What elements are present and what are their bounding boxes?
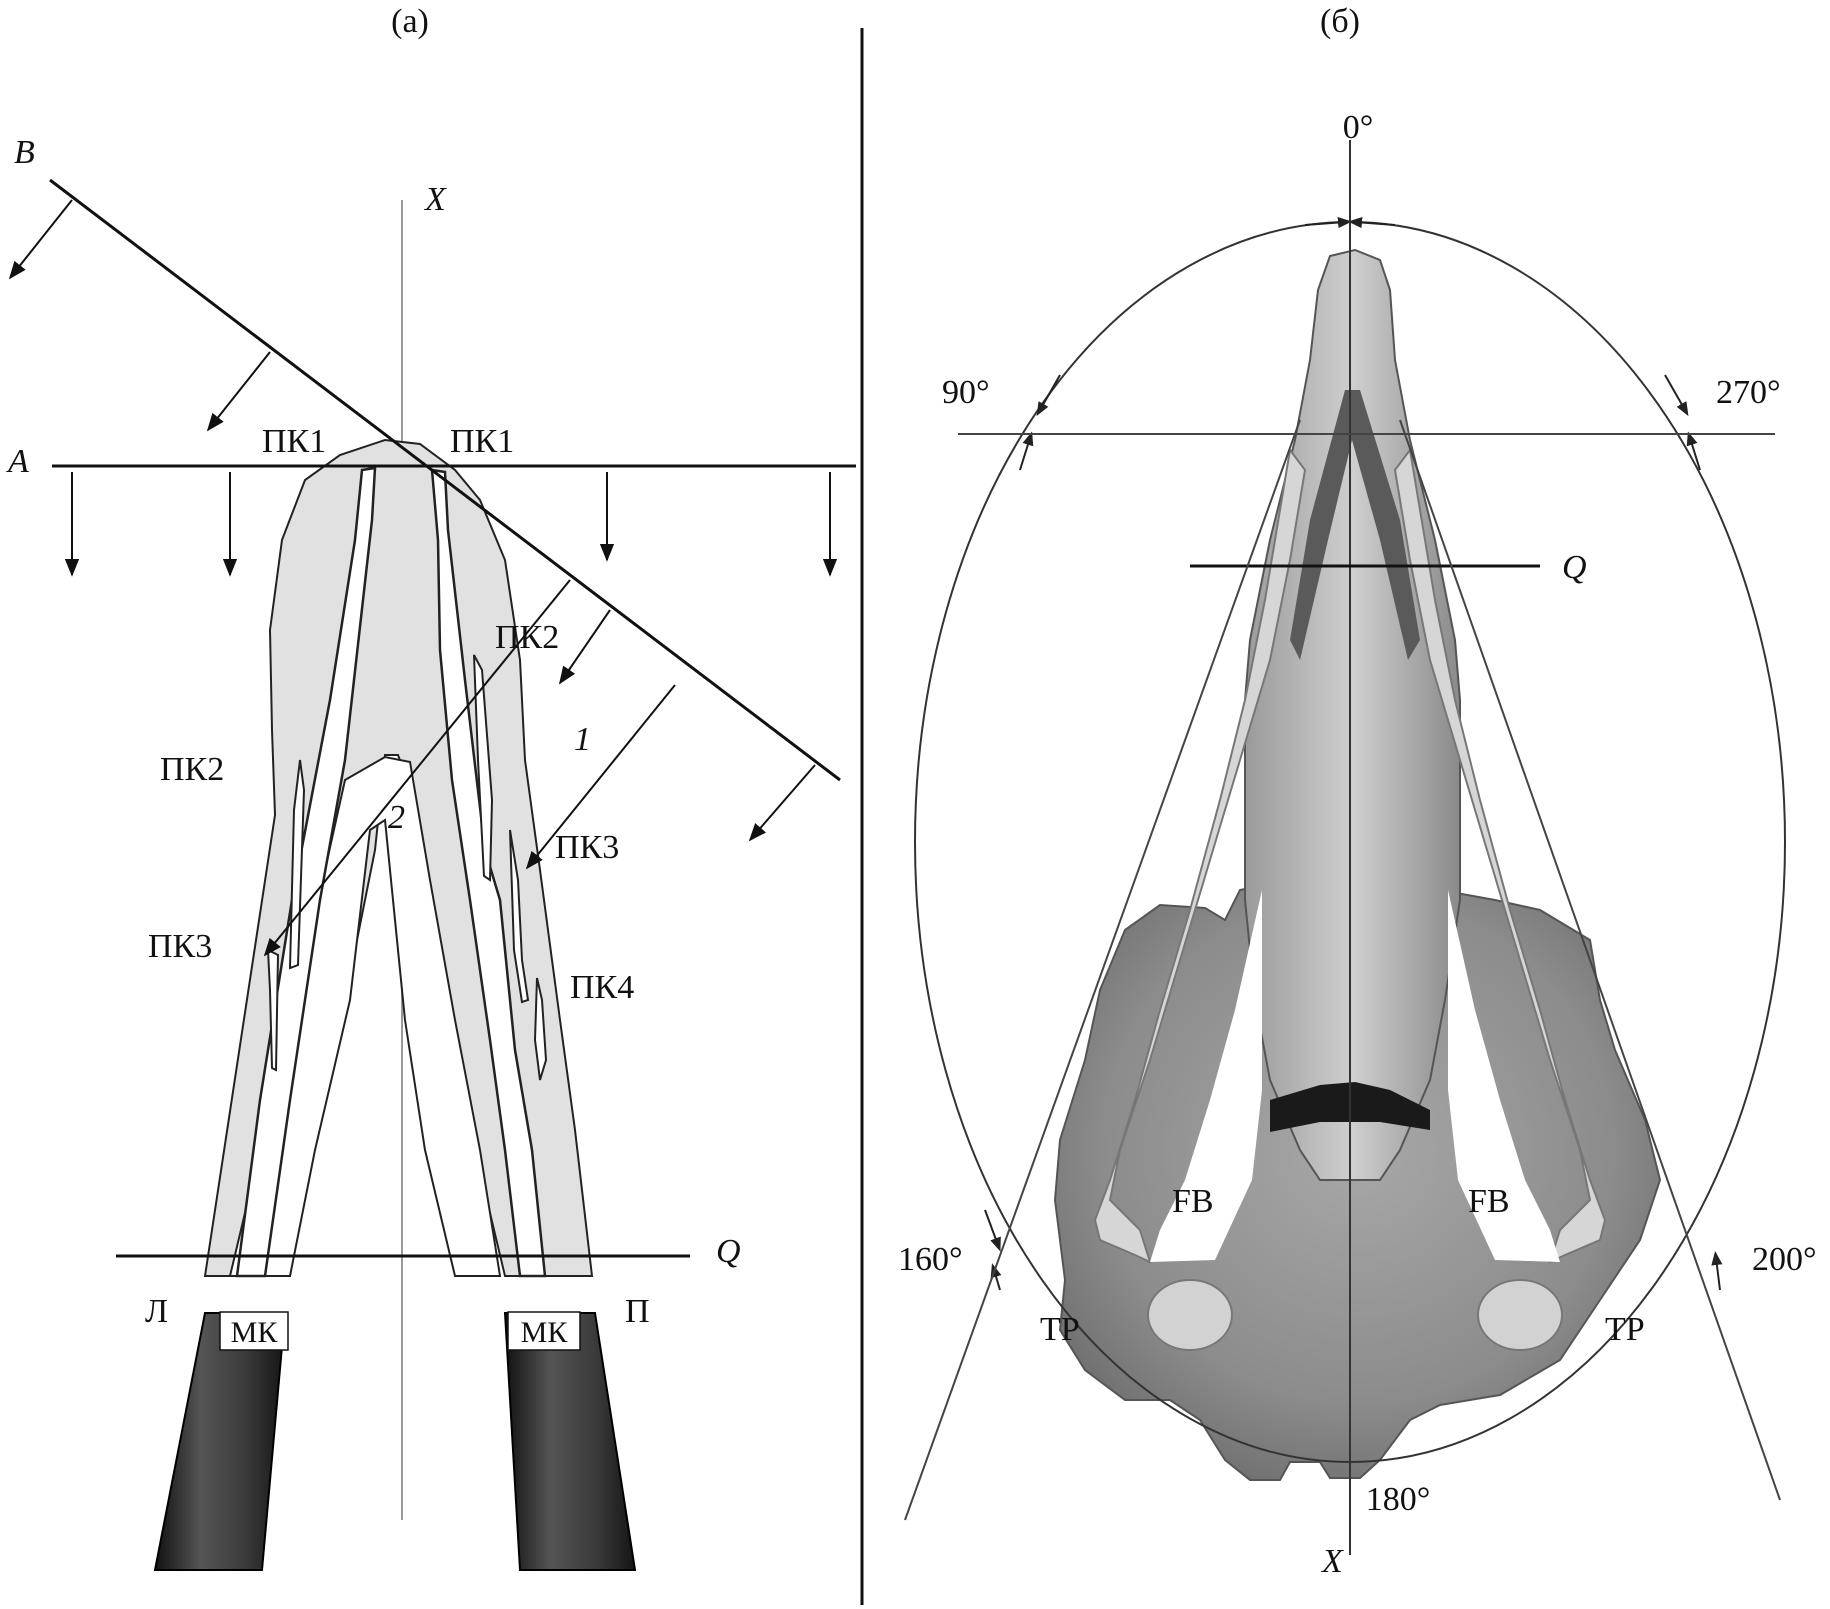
angle-160-label: 160° [898,1241,963,1278]
skull-right-gap [1448,890,1560,1262]
rod-right [503,1312,637,1571]
skull-groove [1290,390,1420,660]
angle-90-label: 90° [942,374,990,411]
axis-x-b-label: X [1320,1543,1344,1580]
skull-left-tp [1147,1279,1233,1351]
skull-right-fb-bone [1393,447,1607,1264]
skull-rostrum [1244,248,1461,1181]
pk1-left-label: ПК1 [262,423,326,460]
mk-right-label: МК [521,1316,569,1349]
canal-right-pk3 [509,829,530,1004]
fb-right-label: FB [1468,1183,1510,1220]
skull-right-tp [1477,1279,1563,1351]
panel-b-caption: (б) [1320,3,1360,40]
ray-1-label: 1 [574,721,591,758]
line-a-label: A [6,443,29,480]
line-q-b-label: Q [1562,549,1587,586]
panel-a: (а) B X A ПК1 ПК1 ПК2 ПК2 1 2 ПК3 ПК3 ПК… [6,3,856,1571]
canal-right-pk4 [533,977,548,1081]
side-right-label: П [625,1293,650,1330]
skull-photo [1053,248,1662,1481]
pk3-left-label: ПК3 [148,928,212,965]
pk3-right-label: ПК3 [555,829,619,866]
line-b [49,178,841,782]
axis-x-label: X [423,181,447,218]
pk4-right-label: ПК4 [570,969,634,1006]
tp-right-label: TP [1605,1311,1645,1348]
arrows-line-a [64,472,838,577]
angle-270-label: 270° [1716,374,1781,411]
pk2-left-label: ПК2 [160,751,224,788]
pk2-right-label: ПК2 [495,619,559,656]
tp-left-label: TP [1040,1311,1080,1348]
canal-right-pk2 [473,654,494,882]
canal-left-pk2 [288,759,306,970]
angle-200-label: 200° [1752,1241,1817,1278]
line-b-label: B [14,134,35,171]
line-200 [1399,419,1781,1501]
panel-a-caption: (а) [391,3,429,40]
ray-1 [525,684,676,870]
mk-right-box [507,1311,581,1351]
ray-2-label: 2 [388,799,405,836]
angle-180-label: 180° [1366,1481,1431,1518]
left-inner-strip [235,466,377,1278]
mk-left-box [219,1311,289,1351]
skull-left-gap [1150,890,1262,1262]
ellipse-arrows [984,216,1723,1291]
angle-0-label: 0° [1343,109,1374,146]
panel-b: (б) 0° 90° 270° Q FB FB 160° 200° TP TP … [898,3,1817,1580]
line-160 [904,419,1301,1521]
mk-left-label: МК [231,1316,279,1349]
fb-left-label: FB [1172,1183,1214,1220]
side-left-label: Л [145,1293,168,1330]
rod-left [153,1312,287,1571]
ray-2 [263,579,571,957]
line-q-a-label: Q [716,1233,741,1270]
pk1-right-label: ПК1 [450,423,514,460]
arrows-line-b [8,199,816,842]
